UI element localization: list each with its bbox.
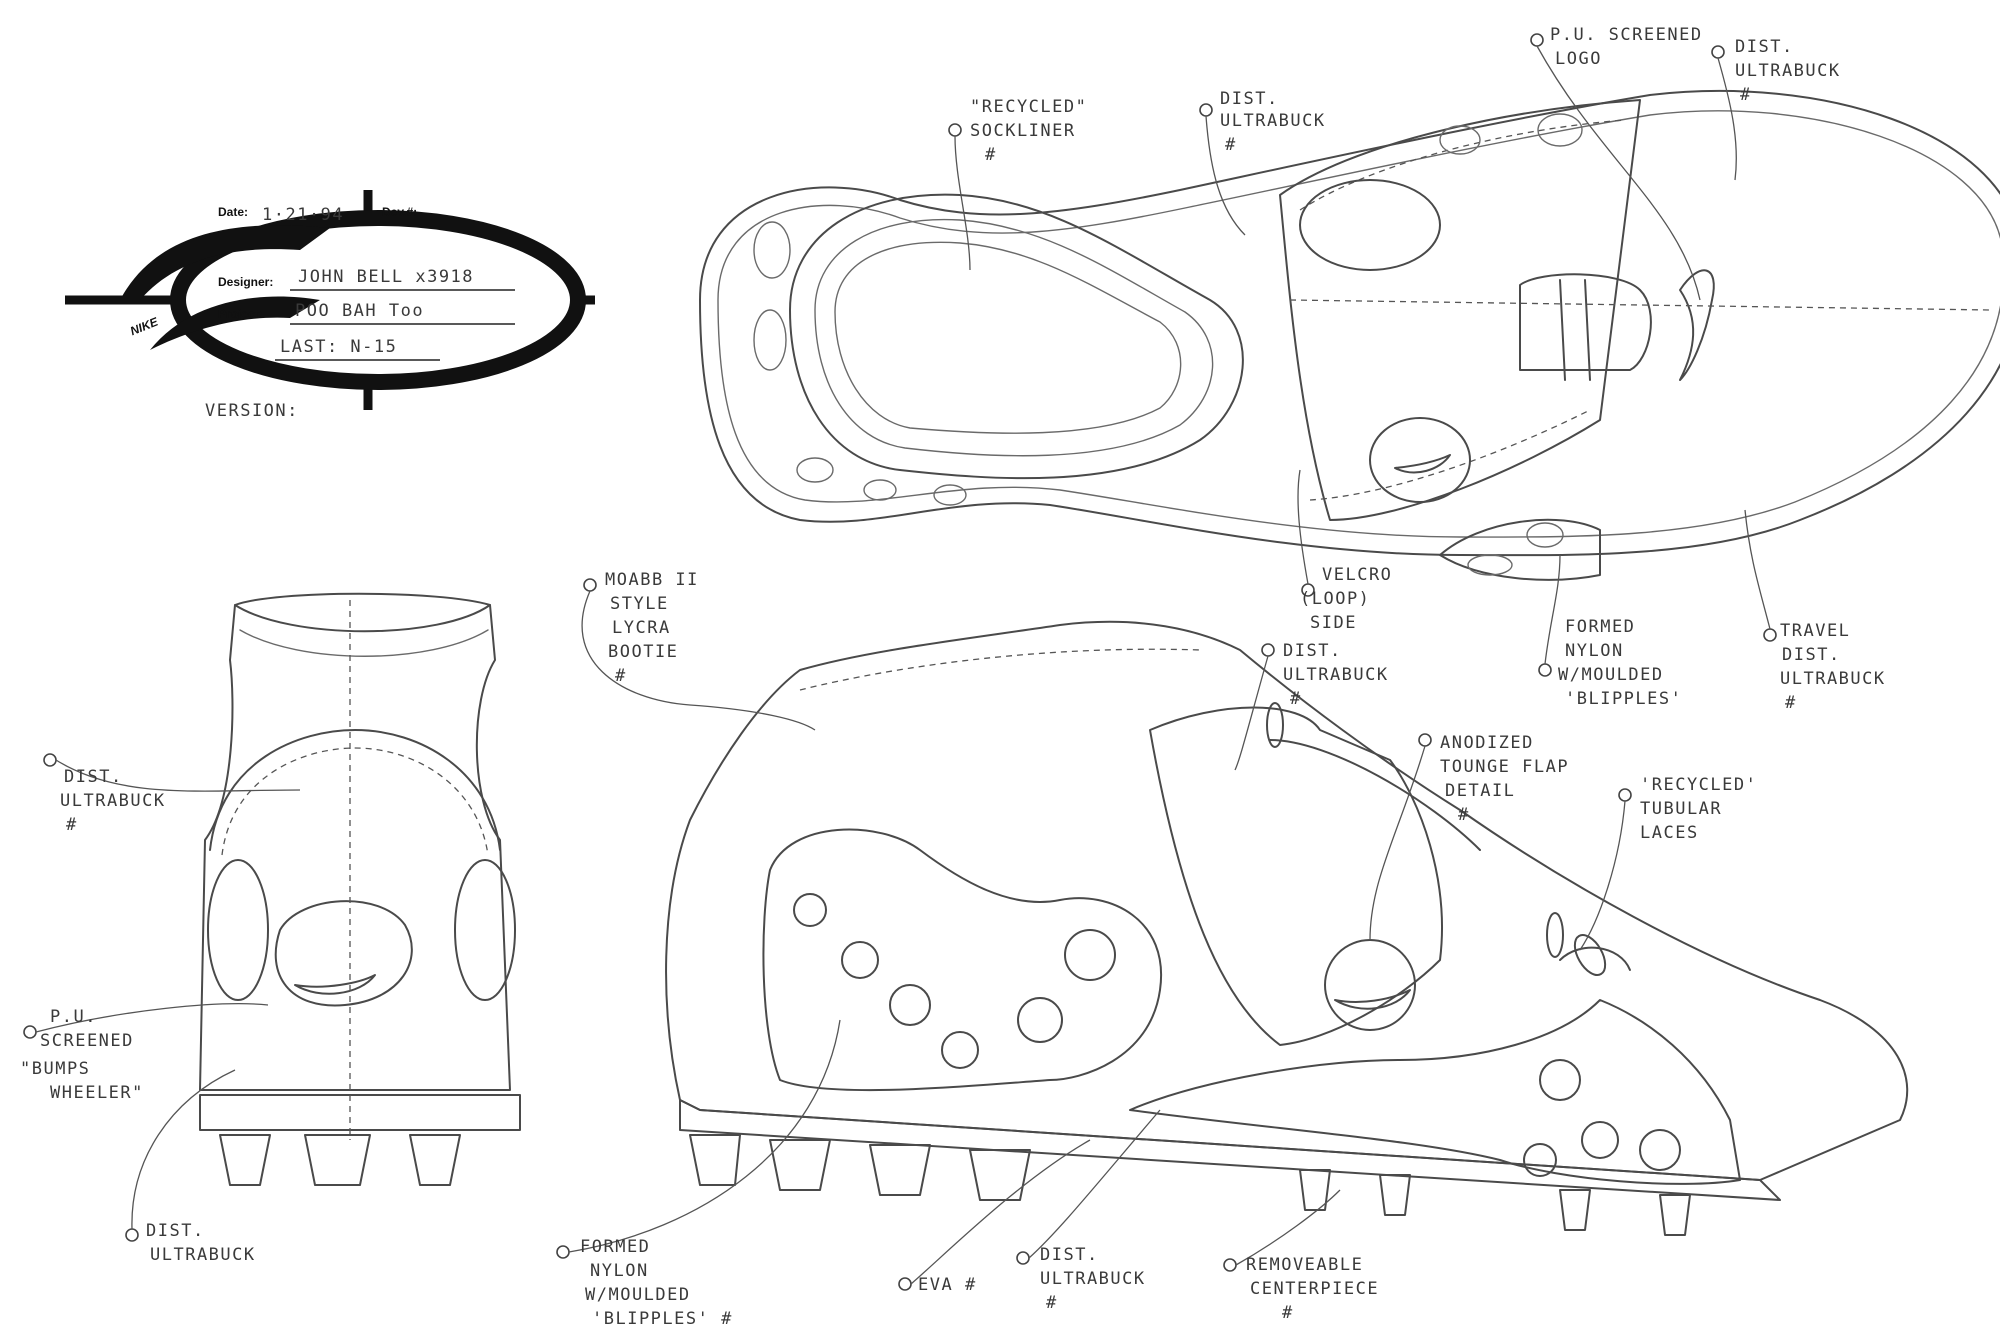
svg-text:LACES: LACES — [1640, 823, 1699, 843]
svg-text:DETAIL: DETAIL — [1445, 781, 1515, 801]
svg-text:WHEELER": WHEELER" — [50, 1083, 144, 1103]
callout-formed-nylon-bottom: FORMED NYLON W/MOULDED 'BLIPPLES' # — [580, 1237, 733, 1329]
callout-velcro: VELCRO (LOOP) SIDE — [1300, 565, 1392, 633]
svg-text:ULTRABUCK: ULTRABUCK — [1220, 111, 1326, 131]
callout-eva: EVA # — [918, 1275, 977, 1295]
svg-text:'RECYCLED': 'RECYCLED' — [1640, 775, 1757, 795]
side-view-drawing — [665, 620, 1909, 1236]
svg-text:ULTRABUCK: ULTRABUCK — [60, 791, 166, 811]
project-label: Project: — [218, 307, 263, 321]
svg-text:DIST.: DIST. — [1735, 37, 1794, 57]
callout-removeable-centerpiece: REMOVEABLE CENTERPIECE # — [1246, 1255, 1379, 1323]
top-view-drawing — [699, 89, 2000, 581]
title-block: NIKE Date: 1·21·94 Dev.#: Designer: JOHN… — [65, 190, 595, 421]
designer-label: Designer: — [218, 275, 273, 289]
svg-text:DIST.: DIST. — [1283, 641, 1342, 661]
svg-text:EVA #: EVA # — [918, 1275, 977, 1295]
dev-label: Dev.#: — [382, 205, 417, 219]
svg-text:TRAVEL: TRAVEL — [1780, 621, 1850, 641]
svg-text:NYLON: NYLON — [590, 1261, 649, 1281]
svg-text:(LOOP): (LOOP) — [1300, 589, 1370, 609]
svg-text:ULTRABUCK: ULTRABUCK — [1735, 61, 1841, 81]
svg-text:SCREENED: SCREENED — [40, 1031, 134, 1051]
svg-text:STYLE: STYLE — [610, 594, 669, 614]
svg-text:ANODIZED: ANODIZED — [1440, 733, 1534, 753]
svg-text:LOGO: LOGO — [1555, 49, 1602, 69]
callout-leaders — [23, 33, 1777, 1291]
callout-side-ultrabuck-bottom: DIST. ULTRABUCK # — [1040, 1245, 1146, 1313]
svg-text:'BLIPPLES': 'BLIPPLES' — [1565, 689, 1682, 709]
designer-value: JOHN BELL x3918 — [298, 267, 474, 287]
svg-text:#: # — [1225, 135, 1237, 155]
svg-text:#: # — [1740, 85, 1752, 105]
svg-text:#: # — [1458, 805, 1470, 825]
svg-text:'BLIPPLES' #: 'BLIPPLES' # — [592, 1309, 733, 1329]
svg-text:W/MOULDED: W/MOULDED — [1558, 665, 1664, 685]
svg-text:ULTRABUCK: ULTRABUCK — [1780, 669, 1886, 689]
callout-formed-nylon-top: FORMED NYLON W/MOULDED 'BLIPPLES' — [1558, 617, 1682, 709]
svg-text:"BUMPS: "BUMPS — [20, 1059, 90, 1079]
callout-rear-ultrabuck: DIST. ULTRABUCK # — [60, 767, 166, 835]
svg-text:SOCKLINER: SOCKLINER — [970, 121, 1076, 141]
svg-text:LYCRA: LYCRA — [612, 618, 671, 638]
svg-text:NYLON: NYLON — [1565, 641, 1624, 661]
svg-text:DIST.: DIST. — [1220, 89, 1279, 109]
svg-text:ULTRABUCK: ULTRABUCK — [150, 1245, 256, 1265]
callout-travel-ultrabuck: TRAVEL DIST. ULTRABUCK # — [1780, 621, 1886, 713]
svg-text:#: # — [1282, 1303, 1294, 1323]
last-value: LAST: N-15 — [280, 337, 397, 357]
svg-text:ULTRABUCK: ULTRABUCK — [1040, 1269, 1146, 1289]
svg-text:BOOTIE: BOOTIE — [608, 642, 678, 662]
callout-sockliner: "RECYCLED" SOCKLINER # — [970, 97, 1087, 165]
rear-view-drawing — [199, 592, 521, 1186]
callout-pu-bumps: P.U. SCREENED "BUMPS WHEELER" — [20, 1007, 144, 1103]
callout-anodized-flap: ANODIZED TOUNGE FLAP DETAIL # — [1440, 733, 1569, 825]
svg-text:#: # — [1785, 693, 1797, 713]
svg-text:TOUNGE FLAP: TOUNGE FLAP — [1440, 757, 1569, 777]
svg-text:#: # — [985, 145, 997, 165]
svg-text:#: # — [66, 815, 78, 835]
svg-text:DIST.: DIST. — [64, 767, 123, 787]
svg-text:P.U.: P.U. — [50, 1007, 97, 1027]
svg-text:DIST.: DIST. — [1782, 645, 1841, 665]
svg-text:VELCRO: VELCRO — [1322, 565, 1392, 585]
callout-top-ultrabuck-1: DIST. ULTRABUCK # — [1220, 89, 1326, 155]
callout-side-ultrabuck-top: DIST. ULTRABUCK # — [1283, 641, 1389, 709]
svg-text:P.U. SCREENED: P.U. SCREENED — [1550, 25, 1703, 45]
svg-text:MOABB II: MOABB II — [605, 570, 699, 590]
svg-text:#: # — [1290, 689, 1302, 709]
nike-logo: NIKE — [128, 314, 161, 338]
callout-rear-ultrabuck-bottom: DIST. ULTRABUCK — [146, 1221, 256, 1265]
svg-text:DIST.: DIST. — [1040, 1245, 1099, 1265]
svg-text:FORMED: FORMED — [580, 1237, 650, 1257]
svg-text:W/MOULDED: W/MOULDED — [585, 1285, 691, 1305]
version-label: VERSION: — [205, 401, 299, 421]
svg-text:REMOVEABLE: REMOVEABLE — [1246, 1255, 1363, 1275]
svg-text:CENTERPIECE: CENTERPIECE — [1250, 1279, 1379, 1299]
svg-text:SIDE: SIDE — [1310, 613, 1357, 633]
callout-pu-logo: P.U. SCREENED LOGO — [1550, 25, 1703, 69]
svg-text:#: # — [615, 666, 627, 686]
date-value: 1·21·94 — [262, 205, 344, 225]
date-label: Date: — [218, 205, 248, 219]
callout-tubular-laces: 'RECYCLED' TUBULAR LACES — [1640, 775, 1757, 843]
svg-text:TUBULAR: TUBULAR — [1640, 799, 1722, 819]
svg-text:DIST.: DIST. — [146, 1221, 205, 1241]
svg-text:"RECYCLED": "RECYCLED" — [970, 97, 1087, 117]
callout-top-ultrabuck-2: DIST. ULTRABUCK # — [1735, 37, 1841, 105]
svg-text:FORMED: FORMED — [1565, 617, 1635, 637]
project-value: POO BAH Too — [295, 301, 424, 321]
callout-moabb-bootie: MOABB II STYLE LYCRA BOOTIE # — [605, 570, 699, 686]
svg-text:ULTRABUCK: ULTRABUCK — [1283, 665, 1389, 685]
svg-text:#: # — [1046, 1293, 1058, 1313]
